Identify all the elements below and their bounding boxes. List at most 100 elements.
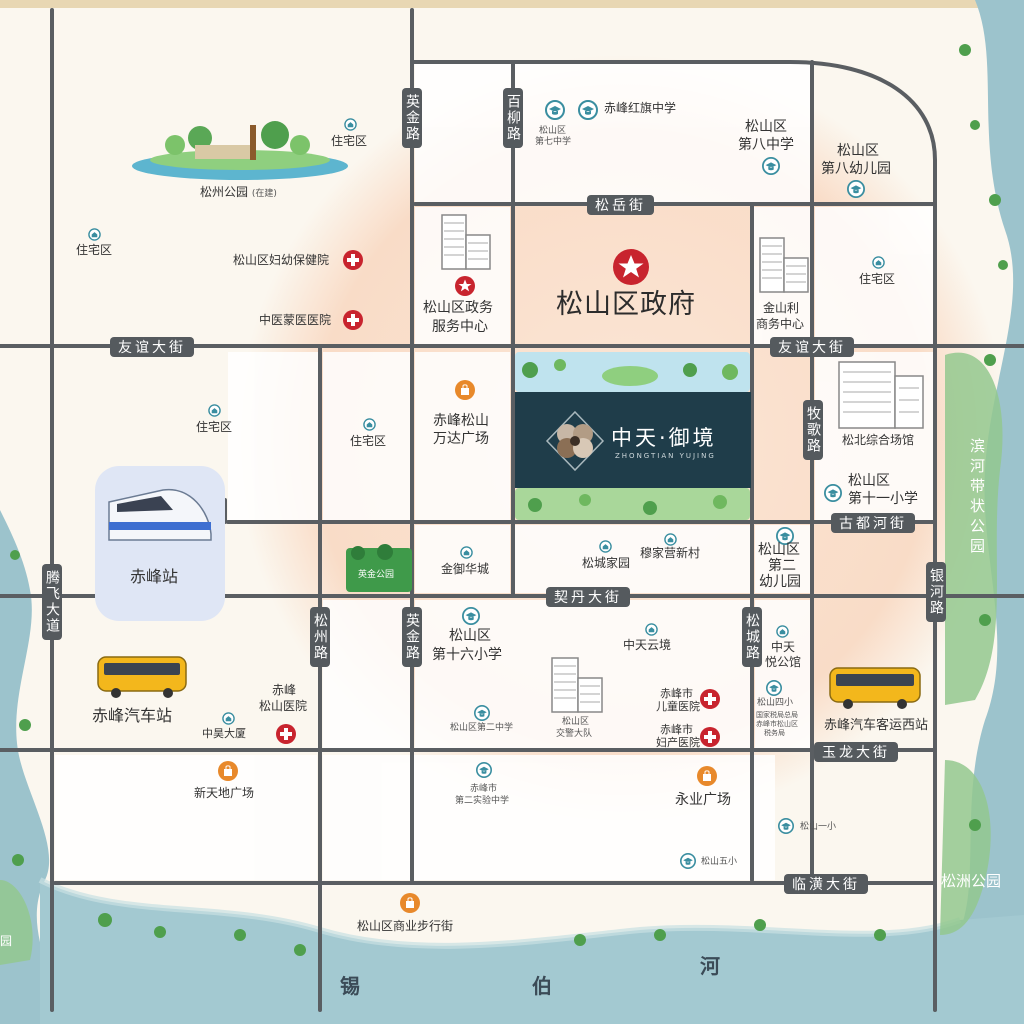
mujiaying-label: 穆家营新村 <box>640 546 701 560</box>
songzhou-park-area <box>940 760 991 935</box>
no16-school-label-1: 松山区 <box>449 628 491 644</box>
songcheng-jiayuan-label: 松城家园 <box>582 556 631 570</box>
project-name-cn: 中天·御境 <box>611 426 717 450</box>
gov-service-label-2: 服务中心 <box>432 319 488 335</box>
police-building-icon <box>551 657 603 713</box>
road-yulong: 玉龙大街 <box>814 742 898 762</box>
xintiandi-label: 新天地广场 <box>194 786 255 800</box>
no2-middle-school-label: 松山区第二中学 <box>450 723 514 733</box>
residential-top-label: 住宅区 <box>331 134 368 148</box>
school-cap-icon <box>474 705 490 721</box>
residential-house-icon <box>664 533 677 546</box>
road-yingjin-top: 英金路 <box>402 88 422 148</box>
children-hospital-label-1: 赤峰市 <box>660 687 693 700</box>
zhonghao-label: 中昊大厦 <box>202 727 246 740</box>
residential-house-icon <box>460 546 473 559</box>
hospital-cross-icon <box>343 310 363 330</box>
school-cap-icon <box>462 607 480 625</box>
tax-label-1: 国家税局总局 <box>756 711 798 719</box>
exp2-school-label-2: 第二实验中学 <box>455 796 510 806</box>
yellow-bus-west-icon <box>829 667 921 709</box>
road-tengfei: 腾飞大道 <box>42 564 62 640</box>
residential-house-icon <box>363 418 376 431</box>
left-park-fragment-label: 园 <box>0 934 13 948</box>
school-cap-icon <box>476 762 492 778</box>
no8-school-label-2: 第八中学 <box>738 137 794 153</box>
kinder2-label-3: 幼儿园 <box>759 574 801 590</box>
songbei-gym-building-icon <box>838 361 924 429</box>
red-star-small-icon <box>455 276 475 296</box>
exp2-school-label-1: 赤峰市 <box>470 784 498 794</box>
project-logo-icon <box>545 410 605 472</box>
songshan-hospital-label-2: 松山医院 <box>259 699 308 713</box>
road-bailiu: 百柳路 <box>503 88 523 148</box>
bus-station-label: 赤峰汽车站 <box>92 706 173 725</box>
no11-school-label-2: 第十一小学 <box>848 491 918 507</box>
kinder2-label-1: 松山区 <box>758 542 800 558</box>
road-songzhou: 松州路 <box>310 607 330 667</box>
songshan-hospital-label-1: 赤峰 <box>272 683 297 697</box>
zhongtian-yue-label-1: 中天 <box>771 640 796 654</box>
no8-school-label-1: 松山区 <box>745 119 787 135</box>
shopping-bag-icon <box>455 380 475 400</box>
songzhou-park-note: (在建) <box>251 189 277 199</box>
residential-house-icon <box>344 118 357 131</box>
kinder2-label-2: 第二 <box>768 558 796 574</box>
children-hospital-label-2: 儿童医院 <box>656 700 700 713</box>
mongolian-med-hospital-label: 中医蒙医医院 <box>259 313 332 327</box>
hospital-cross-icon <box>700 727 720 747</box>
school-cap-icon <box>778 818 794 834</box>
residential-house-icon <box>872 256 885 269</box>
residential-house-icon <box>645 623 658 636</box>
bus-west-label: 赤峰汽车客运西站 <box>824 718 929 733</box>
hongqi-school-label: 赤峰红旗中学 <box>604 101 677 115</box>
yongye-label: 永业广场 <box>675 792 731 808</box>
river-label-xi: 锡 <box>340 974 360 998</box>
road-songyue: 松岳街 <box>587 195 654 215</box>
maternity-hospital-label-1: 赤峰市 <box>660 723 693 736</box>
school-cap-icon <box>578 100 598 120</box>
binhe-park-label: 滨河带状公园 <box>970 437 986 555</box>
residential-house-icon <box>599 540 612 553</box>
pedestrian-street-label: 松山区商业步行街 <box>357 919 454 933</box>
high-speed-train-icon <box>108 488 212 541</box>
river-east <box>930 0 1024 935</box>
residential-right-label: 住宅区 <box>859 272 896 286</box>
hospital-cross-icon <box>276 724 296 744</box>
songshan4-school-label: 松山四小 <box>757 698 794 708</box>
chifeng-station-label: 赤峰站 <box>130 567 179 586</box>
gov-service-label-1: 松山区政务 <box>423 300 493 316</box>
yingjin-park-area <box>346 548 412 592</box>
songzhou-riverside-park-label: 松洲公园 <box>941 872 1002 890</box>
residential-house-icon <box>88 228 101 241</box>
residential-mid-label: 住宅区 <box>350 434 387 448</box>
shopping-bag-icon <box>218 761 238 781</box>
project-brand-block[interactable]: 中天·御境 ZHONGTIAN YUJING <box>515 394 751 490</box>
road-muge: 牧歌路 <box>803 400 823 460</box>
songshan5-school-label: 松山五小 <box>701 857 738 867</box>
project-park-bottom <box>515 488 750 520</box>
no7-school-label-1: 松山区 <box>539 126 567 136</box>
hospital-cross-icon <box>343 250 363 270</box>
road-linhuang: 临潢大街 <box>784 874 868 894</box>
shopping-bag-icon <box>400 893 420 913</box>
songzhou-park-illustration <box>132 121 348 180</box>
school-cap-icon <box>776 527 794 545</box>
tax-label-3: 税务局 <box>764 729 785 737</box>
government-label: 松山区政府 <box>556 289 696 320</box>
wanda-label-2: 万达广场 <box>433 431 489 447</box>
jinshanli-label-1: 金山利 <box>763 301 800 315</box>
wanda-label-1: 赤峰松山 <box>433 413 489 429</box>
road-youyi-east: 友谊大街 <box>770 337 854 357</box>
river-label-he: 河 <box>700 954 720 978</box>
residential-house-icon <box>222 712 235 725</box>
road-songcheng: 松城路 <box>742 607 762 667</box>
no11-school-label-1: 松山区 <box>848 473 890 489</box>
red-star-marker-icon <box>613 249 649 285</box>
no16-school-label-2: 第十六小学 <box>432 647 502 663</box>
kinder8-label-2: 第八幼儿园 <box>821 161 891 177</box>
jinshanli-label-2: 商务中心 <box>756 317 805 331</box>
no7-school-label-2: 第七中学 <box>535 137 572 147</box>
school-cap-icon <box>762 157 780 175</box>
